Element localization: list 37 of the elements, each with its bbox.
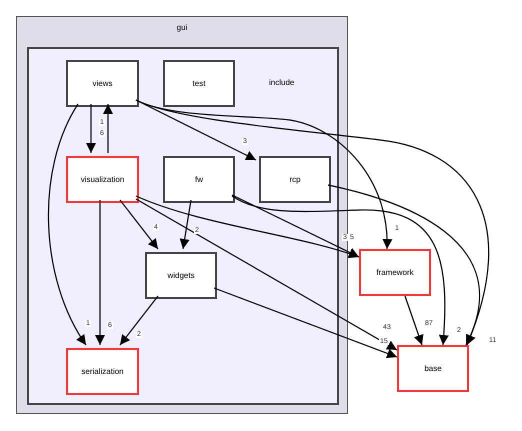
dependency-arrow [232,194,360,258]
dependency-arrow [180,200,192,250]
dependency-arrow [103,104,113,153]
group-box [27,47,339,405]
folder-label: serialization [81,366,124,378]
folder-label: visualization [80,174,124,186]
dependency-arrow [232,195,449,346]
dependency-arrow [120,296,158,346]
folder-box [163,60,235,107]
dependency-arrow [48,104,86,346]
folder-label: base [424,362,442,374]
dependency-arrow [120,200,158,250]
group-title: include [269,77,294,89]
dependency-arrow [86,104,96,153]
folder-label: framework [376,266,414,278]
folder-box [66,348,139,395]
group-title: gui [176,22,188,34]
folder-box [145,252,217,299]
folder-box [163,156,235,203]
folder-box [359,249,431,296]
folder-label: widgets [167,270,195,282]
folder-box [259,156,331,203]
folder-box [66,60,139,107]
dependency-arrow [136,99,489,346]
dependency-arrow [136,195,360,259]
folder-label: fw [195,174,203,186]
folder-label: test [192,78,206,90]
group-box [16,16,348,414]
folder-box [66,156,139,203]
folder-label: rcp [289,174,301,186]
folder-box [397,345,469,392]
dependency-arrow [404,296,424,346]
folder-label: views [92,78,112,90]
dependency-arrow [95,200,105,345]
dependency-arrow [214,287,398,358]
dependency-arrow [328,184,480,346]
dependency-arrow [136,198,398,351]
